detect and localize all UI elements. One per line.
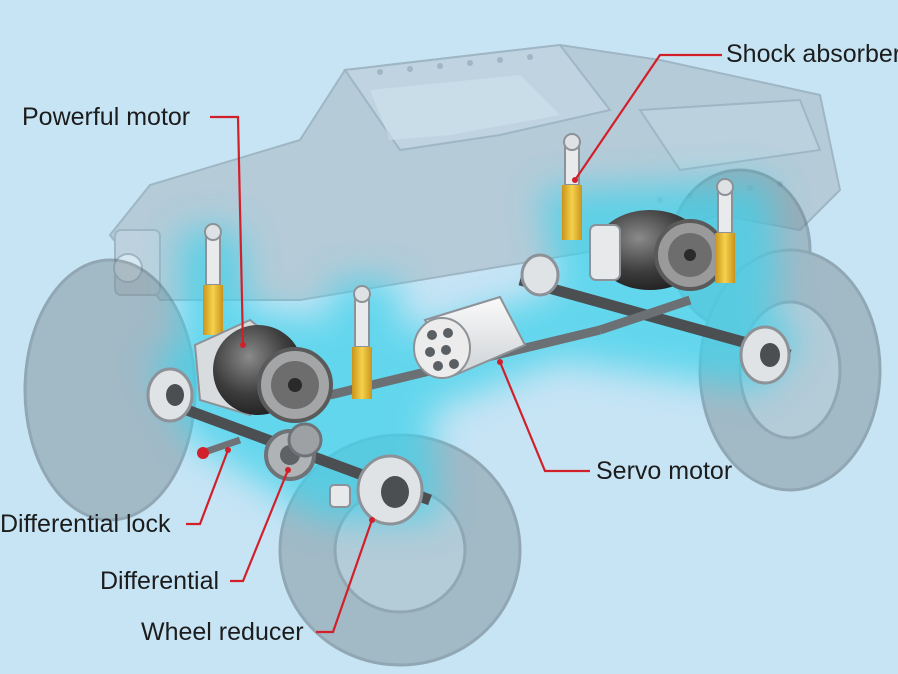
shock-absorber-rear-left: [562, 133, 582, 240]
shock-absorber-front-right: [352, 285, 372, 399]
leader-differential-lock: [186, 449, 230, 526]
leader-lines: [186, 53, 722, 634]
label-differential-lock: Differential lock: [0, 510, 171, 538]
front-differential: [264, 422, 323, 481]
label-wheel-reducer: Wheel reducer: [141, 618, 304, 646]
wheel-reducer: [329, 454, 424, 526]
label-differential: Differential: [100, 567, 220, 595]
label-shock-absorber: Shock absorber: [726, 40, 898, 68]
rear-wheel-hub: [739, 325, 791, 385]
leader-differential: [230, 469, 290, 583]
leader-servo-motor: [498, 361, 590, 473]
leader-powerful-motor: [210, 115, 245, 346]
truck-body-ghost: [108, 43, 842, 301]
label-powerful-motor: Powerful motor: [22, 103, 191, 131]
leader-wheel-reducer: [316, 519, 374, 634]
differential-lock: [197, 436, 242, 459]
shock-absorber-front-left: [203, 223, 223, 335]
rear-left-hub: [520, 253, 560, 297]
servo-motor: [413, 295, 527, 379]
label-servo-motor: Servo motor: [596, 457, 733, 485]
powerful-motor: [193, 318, 333, 423]
leader-endpoints: [225, 177, 578, 523]
leader-shock-absorber: [574, 53, 722, 181]
shock-absorber-rear-right: [715, 178, 735, 283]
front-left-hub: [146, 367, 194, 423]
